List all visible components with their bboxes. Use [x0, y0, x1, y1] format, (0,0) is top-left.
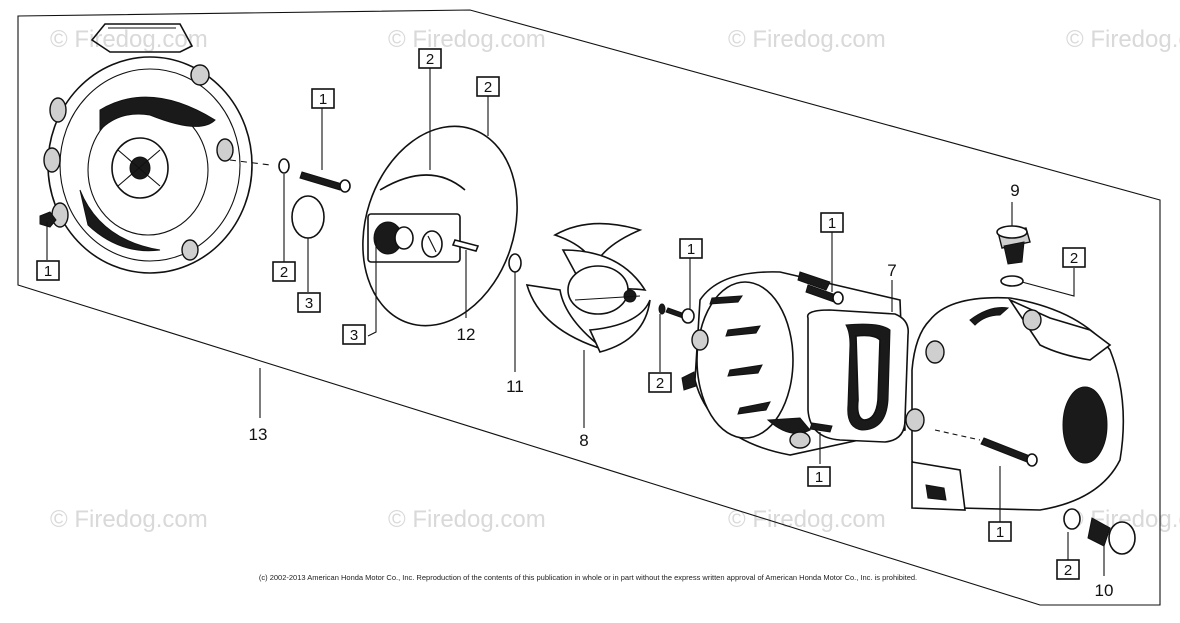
callout-box: 1: [679, 238, 703, 259]
washer: [1063, 508, 1081, 530]
callout-label: 1: [319, 91, 327, 108]
watermark: © Firedog.com: [728, 26, 886, 53]
drain-plug: [1087, 517, 1136, 555]
callout-label: 2: [484, 79, 492, 96]
callout-label: 2: [1064, 562, 1072, 579]
mechanical-seal: [367, 213, 461, 263]
o-ring: [291, 195, 325, 239]
washer-11: [508, 253, 522, 273]
part-number-label: 13: [249, 425, 268, 444]
callout-label: 1: [828, 215, 836, 232]
callout-label: 3: [305, 295, 313, 312]
callout-label: 1: [44, 263, 52, 280]
callout-box: 2: [1062, 247, 1086, 268]
washer: [658, 303, 666, 315]
callout-label: 1: [815, 469, 823, 486]
callout-label: 1: [996, 524, 1004, 541]
callout-box: 1: [311, 88, 335, 109]
assembly-outline: [17, 9, 1161, 606]
callout-box: 1: [820, 212, 844, 233]
callout-box: 2: [418, 48, 442, 69]
callout-label: 2: [1070, 250, 1078, 267]
callout-box: 2: [648, 372, 672, 393]
callout-box: 3: [342, 324, 366, 345]
leader-lines: [46, 68, 1105, 576]
pin: [451, 239, 480, 252]
bolt: [980, 437, 1038, 467]
pump-casing: [905, 296, 1125, 511]
watermark: © Firedog.com: [1066, 26, 1180, 53]
callout-box: 2: [476, 76, 500, 97]
part-number-label: 11: [506, 377, 524, 396]
callout-box: 3: [297, 292, 321, 313]
nut: [39, 211, 57, 228]
callout-label: 1: [687, 241, 695, 258]
part-number-label: 12: [457, 325, 476, 344]
callout-box: 1: [988, 521, 1012, 542]
callout-box: 2: [272, 261, 296, 282]
casing-gasket: [362, 125, 518, 327]
watermark: © Firedog.com: [728, 506, 886, 533]
bolt: [805, 284, 844, 305]
watermark: © Firedog.com: [388, 26, 546, 53]
washer: [1000, 275, 1024, 287]
callout-label: 3: [350, 327, 358, 344]
part-number-label: 9: [1010, 181, 1019, 200]
part-number-label: 10: [1095, 581, 1114, 600]
watermark: © Firedog.com: [388, 506, 546, 533]
callout-box: 2: [1056, 559, 1080, 580]
callout-box: 1: [36, 260, 60, 281]
bolt: [665, 307, 695, 324]
volute-gasket: [806, 309, 910, 443]
callout-box: 1: [807, 466, 831, 487]
washer: [278, 158, 290, 174]
part-number-label: 7: [887, 261, 896, 280]
copyright-notice: (c) 2002-2013 American Honda Motor Co., …: [259, 573, 917, 582]
impeller: [525, 222, 651, 353]
callout-label: 2: [280, 264, 288, 281]
watermark: © Firedog.com: [50, 506, 208, 533]
bolt: [299, 171, 351, 193]
part-number-label: 8: [579, 431, 588, 450]
watermark: © Firedog.com: [50, 26, 208, 53]
pump-body-cover: [43, 23, 271, 274]
callout-label: 2: [656, 375, 664, 392]
fill-plug: [996, 225, 1031, 265]
callout-label: 2: [426, 51, 434, 68]
bolt: [809, 422, 833, 433]
